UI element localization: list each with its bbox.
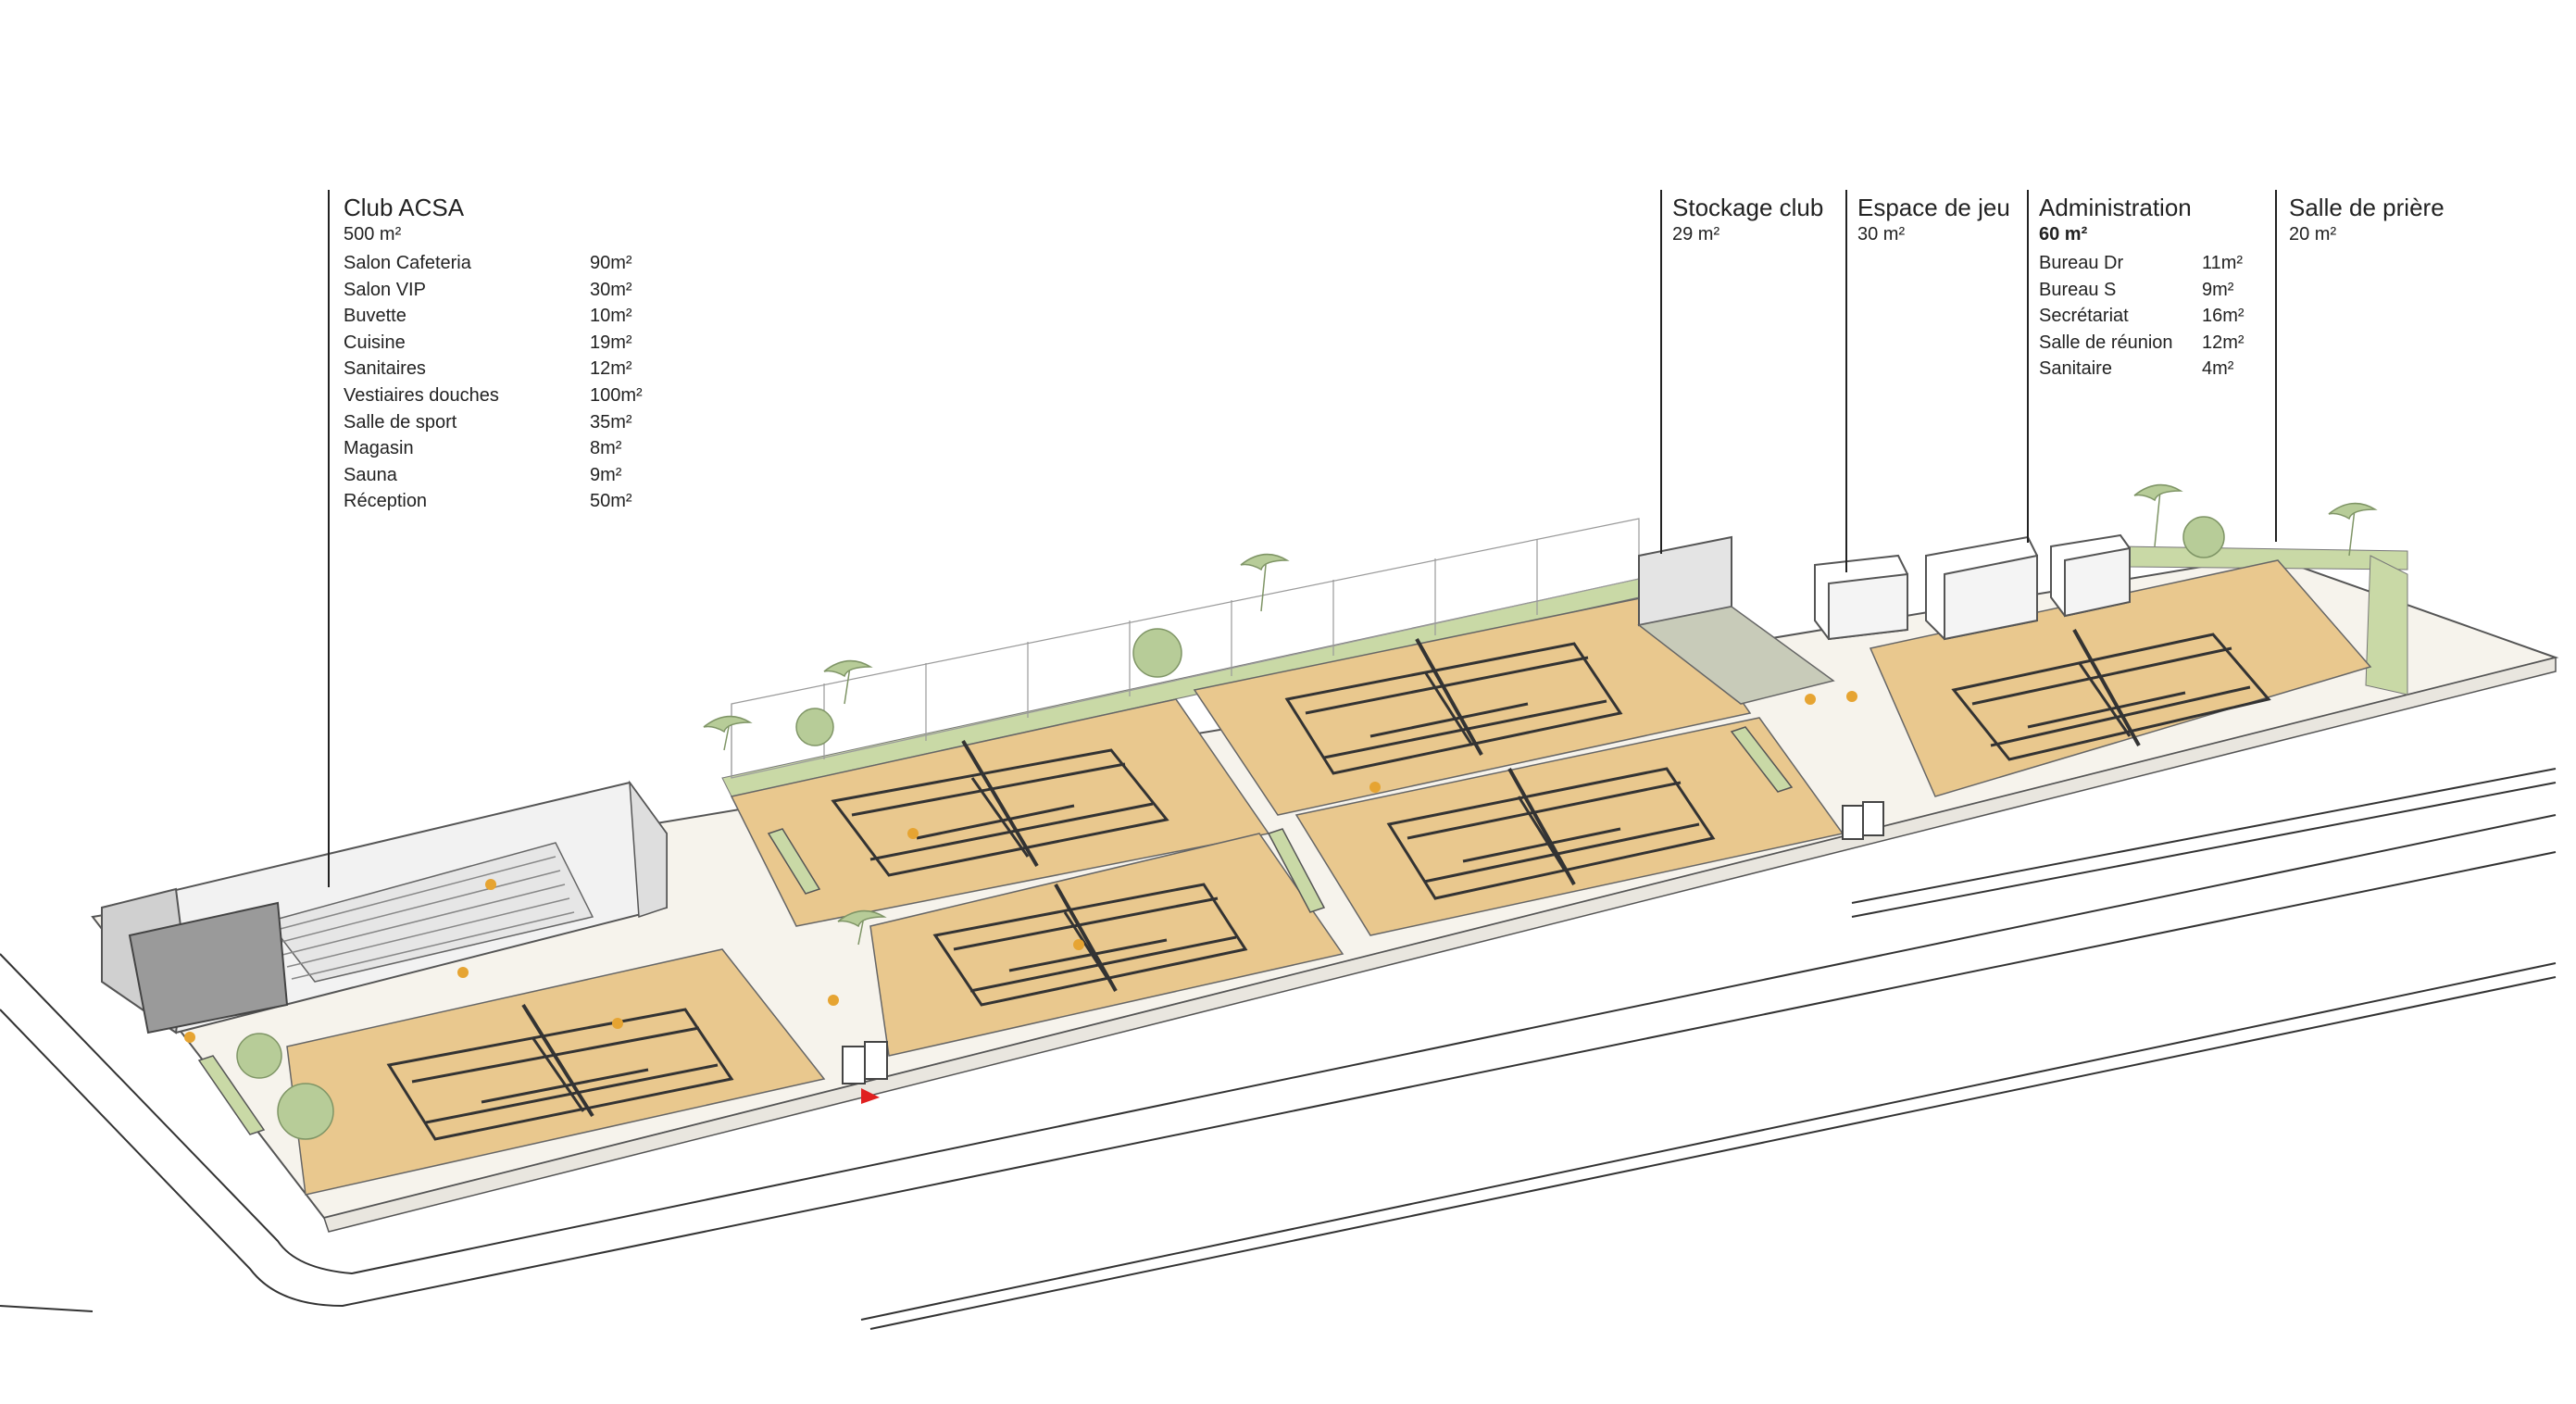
club-acsa-label: Club ACSA 500 m² Salon Cafeteria 90m² Sal…: [344, 193, 643, 515]
administration-area: 60 m²: [2039, 224, 2088, 244]
leader-lines: [328, 190, 2277, 887]
room-area: 11m²: [2202, 253, 2244, 273]
administration-room-list: Bureau Dr 11m² Bureau S 9m² Secrétariat 16m…: [2039, 250, 2245, 382]
club-acsa-building: [101, 780, 668, 1034]
road-lines: [0, 768, 2557, 1330]
court-pad-6: [1869, 559, 2372, 797]
room-name: Salon VIP: [344, 279, 426, 300]
room-name: Sanitaires: [344, 358, 426, 380]
room-name: Vestiaires douches: [344, 384, 499, 406]
person-figure-icon: [612, 1018, 623, 1029]
shrub-icon: [1132, 628, 1182, 678]
storage-title: Stockage club: [1672, 194, 1824, 221]
room-name: Sanitaire: [2039, 358, 2112, 380]
prayer-room-area: 20 m²: [2289, 224, 2337, 244]
room-area: 12m²: [2202, 332, 2245, 353]
room-area: 50m²: [590, 491, 632, 512]
shrub-icon: [795, 708, 834, 746]
court-4: [1284, 638, 1623, 775]
shrub-icon: [2182, 516, 2225, 558]
room-area: 9m²: [590, 464, 622, 485]
room-name: Secrétariat: [2039, 306, 2129, 327]
storage-label: Stockage club 29 m²: [1672, 193, 1823, 246]
room-area: 8m²: [590, 438, 622, 459]
room-area: 35m²: [590, 411, 632, 432]
room-name: Buvette: [344, 306, 406, 327]
court-5: [1386, 767, 1716, 900]
tennis-court-lines: [386, 629, 2271, 1141]
palm-tree-icon: [2328, 502, 2378, 557]
shrub-icon: [236, 1033, 282, 1079]
person-figure-icon: [485, 879, 496, 890]
room-name: Réception: [344, 491, 428, 512]
shrub-icon: [277, 1083, 334, 1140]
play-space-title: Espace de jeu: [1857, 194, 2010, 221]
room-area: 4m²: [2202, 358, 2234, 380]
administration-title: Administration: [2039, 194, 2192, 221]
prayer-room-label: Salle de prière 20 m²: [2289, 193, 2445, 246]
room-area: 19m²: [590, 332, 632, 353]
person-figure-icon: [1846, 691, 1857, 702]
court-6: [1951, 629, 2271, 761]
court-pad-4: [1193, 592, 1752, 816]
room-name: Salle de réunion: [2039, 332, 2173, 353]
prayer-room-title: Salle de prière: [2289, 194, 2445, 221]
person-figure-icon: [907, 828, 919, 839]
court-3: [932, 883, 1248, 1007]
court-pad-3: [869, 833, 1344, 1057]
room-area: 100m²: [590, 384, 643, 406]
palm-tree-icon: [823, 659, 873, 705]
room-area: 9m²: [2202, 279, 2234, 300]
room-area: 30m²: [590, 279, 632, 300]
club-area: 500 m²: [344, 224, 402, 244]
person-figure-icons: [184, 691, 1857, 1043]
person-figure-icon: [457, 967, 469, 978]
court-2: [831, 739, 1169, 877]
palm-tree-icon: [703, 715, 753, 751]
room-name: Cuisine: [344, 332, 406, 353]
person-figure-icon: [1369, 782, 1381, 793]
palm-tree-icons: [236, 483, 2378, 1140]
club-room-list: Salon Cafeteria 90m² Salon VIP 30m² Buvett…: [344, 250, 643, 515]
room-name: Sauna: [344, 464, 397, 485]
play-space-area: 30 m²: [1857, 224, 1906, 244]
room-name: Salon Cafeteria: [344, 253, 471, 273]
room-area: 90m²: [590, 253, 632, 273]
administration-label: Administration 60 m² Bureau Dr 11m² Burea…: [2039, 193, 2245, 382]
room-area: 10m²: [590, 306, 632, 327]
palm-tree-icon: [1240, 553, 1290, 612]
court-pads: [286, 559, 2372, 1196]
storage-building: [1637, 535, 1835, 705]
room-name: Magasin: [344, 438, 414, 459]
gates: [842, 801, 1884, 1084]
person-figure-icon: [1073, 939, 1084, 950]
person-figure-icon: [184, 1032, 195, 1043]
room-area: 16m²: [2202, 306, 2245, 327]
person-figure-icon: [1805, 694, 1816, 705]
storage-area: 29 m²: [1672, 224, 1720, 244]
court-1: [386, 1003, 734, 1141]
small-buildings: [1814, 533, 2131, 641]
room-name: Bureau S: [2039, 279, 2117, 300]
club-title: Club ACSA: [344, 194, 465, 221]
person-figure-icon: [828, 995, 839, 1006]
room-name: Salle de sport: [344, 411, 457, 432]
palm-tree-icon: [837, 909, 887, 946]
entrance-arrow-icon: [861, 1088, 880, 1104]
room-name: Bureau Dr: [2039, 253, 2124, 273]
benches: [197, 726, 1794, 1135]
play-space-label: Espace de jeu 30 m²: [1857, 193, 2010, 246]
room-area: 12m²: [590, 358, 632, 380]
palm-tree-icon: [2133, 483, 2183, 547]
